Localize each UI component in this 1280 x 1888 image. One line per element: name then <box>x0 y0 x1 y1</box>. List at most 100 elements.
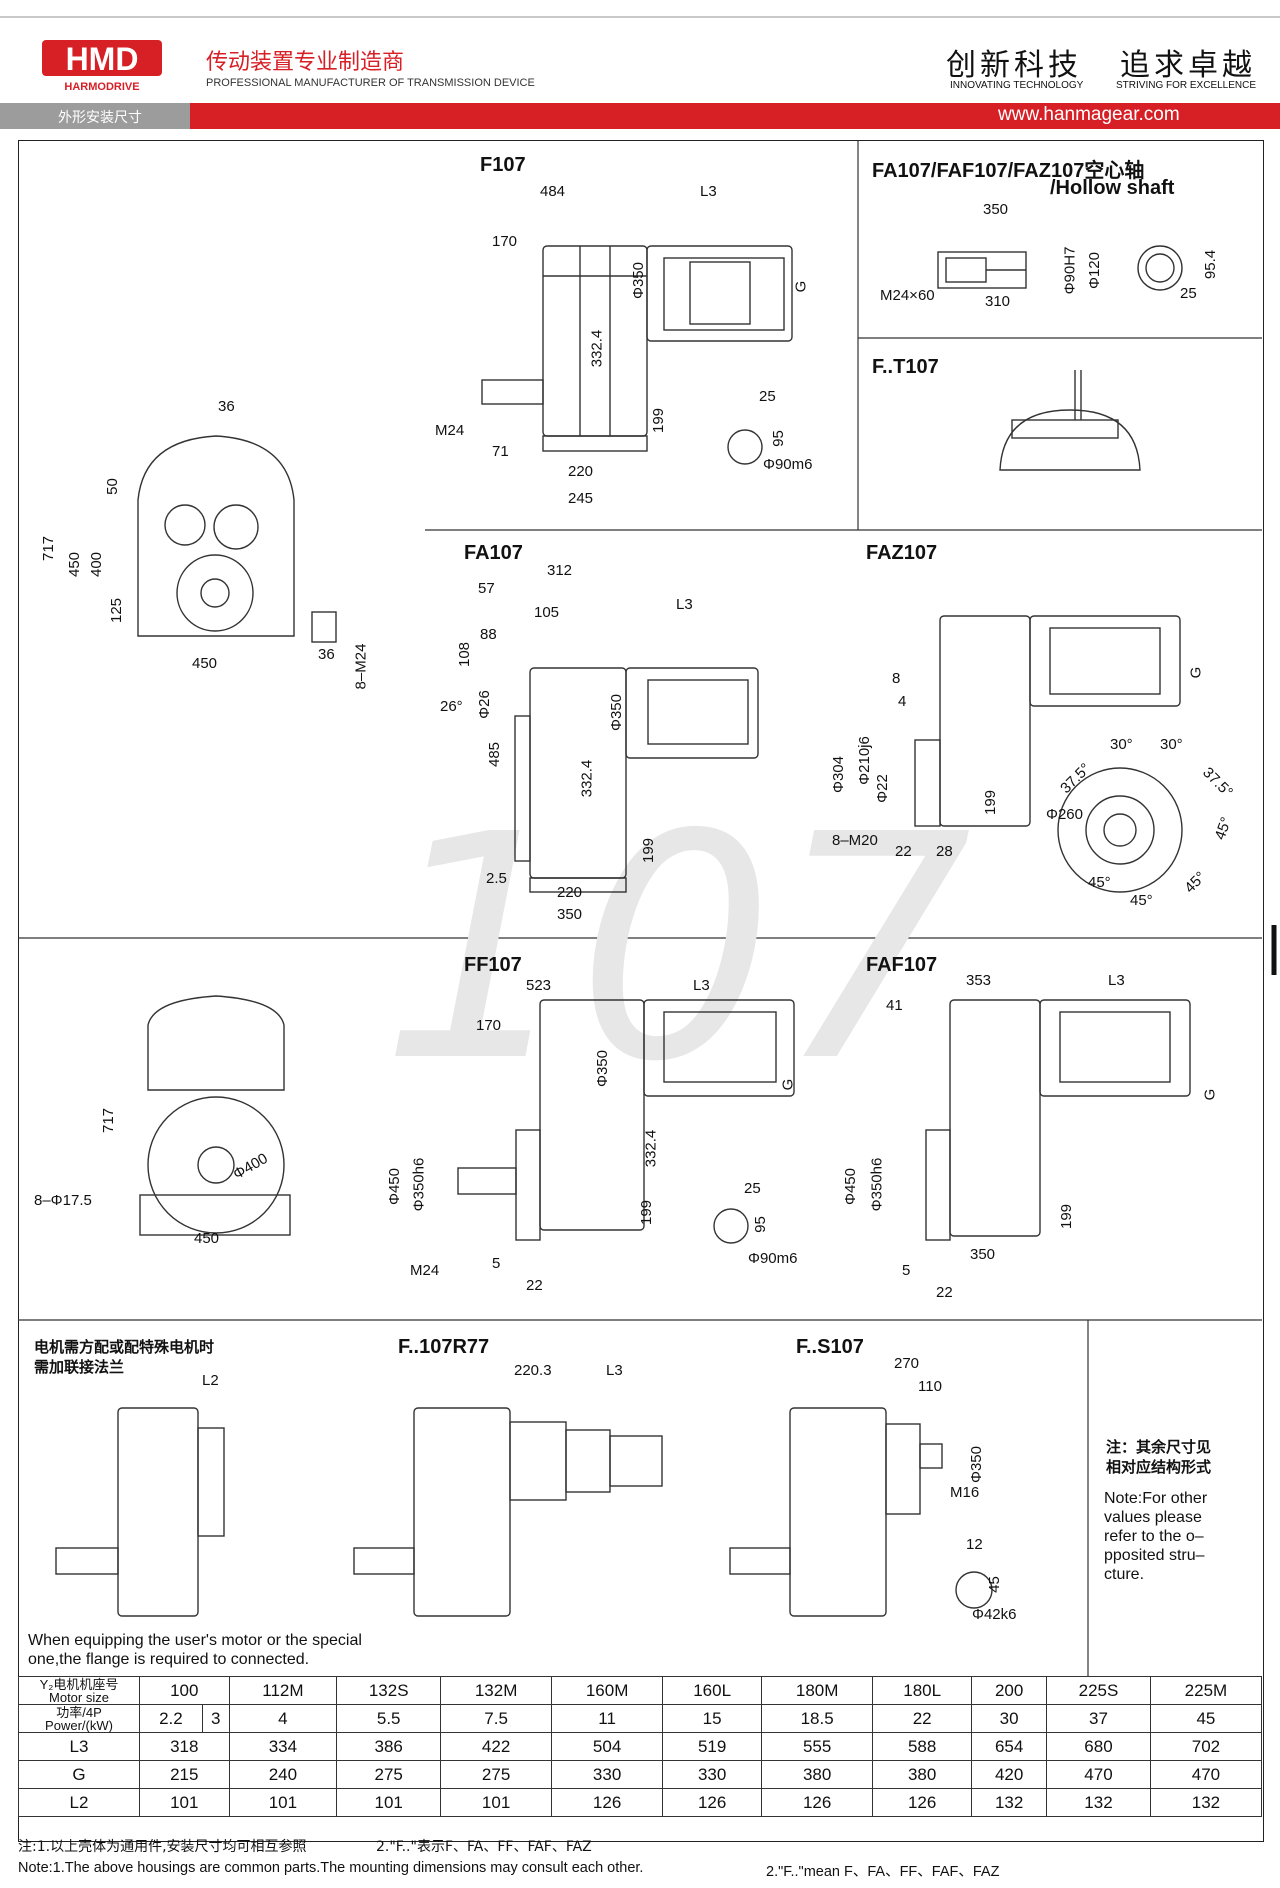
side-note-en-4: pposited stru– <box>1104 1547 1205 1564</box>
section-label: 外形安装尺寸 <box>58 110 142 126</box>
motor-cell: 200 <box>971 1676 1048 1705</box>
power-cell: 3 <box>201 1704 230 1733</box>
table-cell: 275 <box>440 1760 553 1789</box>
ff107-dim-95: 95 <box>751 1216 769 1233</box>
f107-dim-484: 484 <box>540 183 566 200</box>
side-dim-50: 50 <box>103 478 121 495</box>
hollow-dim-25: 25 <box>1180 285 1197 302</box>
f107-dim-25: 25 <box>759 388 776 405</box>
row-label: G <box>18 1760 140 1789</box>
fa107-dim-105: 105 <box>534 604 560 621</box>
power-cell: 18.5 <box>761 1704 874 1733</box>
power-cell: 45 <box>1149 1704 1263 1733</box>
table-cell: 132 <box>971 1788 1048 1817</box>
faz107-title: FAZ107 <box>866 542 938 564</box>
faf107-dim-350: 350 <box>970 1246 996 1263</box>
power-label-cn: 功率/4P <box>56 1704 102 1720</box>
hollow-dim-phi120: Φ120 <box>1086 252 1103 289</box>
faf107-dim-l3: L3 <box>1108 972 1125 989</box>
ff107-dim-22: 22 <box>526 1277 543 1294</box>
table-cell: 101 <box>440 1788 553 1817</box>
ff107-dim-m24: M24 <box>410 1262 440 1279</box>
s107-dim-12: 12 <box>966 1536 983 1553</box>
table-cell: 132 <box>1046 1788 1151 1817</box>
faf107-dim-g: G <box>1201 1088 1219 1101</box>
footer-note-en-2: 2."F.."mean F、FA、FF、FAF、FAZ <box>766 1864 1000 1880</box>
faf107-dim-199: 199 <box>1058 1203 1076 1230</box>
f107-dim-220: 220 <box>568 463 594 480</box>
tagline-en: PROFESSIONAL MANUFACTURER OF TRANSMISSIO… <box>206 77 535 89</box>
fa107-dim-88: 88 <box>480 626 497 643</box>
website-link[interactable]: www.hanmagear.com <box>998 104 1180 125</box>
row-label: L3 <box>18 1732 140 1761</box>
motor-cell: 180L <box>872 1676 973 1705</box>
f107-key-section <box>727 429 763 465</box>
motor-cell: 132S <box>336 1676 442 1705</box>
ffside-dim-717: 717 <box>100 1107 118 1134</box>
faz107-dim-g: G <box>1187 666 1205 679</box>
motor-cell: 132M <box>440 1676 553 1705</box>
table-cell: 101 <box>336 1788 442 1817</box>
faz107-dim-8: 8 <box>892 670 901 687</box>
motor-cell: 112M <box>228 1676 338 1705</box>
r77-title: F..107R77 <box>398 1336 490 1358</box>
f-side-drawing <box>137 435 337 643</box>
s107-dim-m16: M16 <box>950 1484 980 1501</box>
ff107-dim-199: 199 <box>638 1199 656 1226</box>
table-cell: 240 <box>228 1760 338 1789</box>
drawing-sheet <box>18 140 1264 1842</box>
faf107-title: FAF107 <box>866 954 938 976</box>
table-cell: 470 <box>1149 1760 1263 1789</box>
f107-drawing <box>481 245 793 452</box>
fa107-dim-312: 312 <box>547 562 573 579</box>
side-dim-400: 400 <box>88 551 106 578</box>
side-note-en-2: values please <box>1104 1509 1202 1526</box>
row-label: L2 <box>18 1788 140 1817</box>
ff107-dim-l3: L3 <box>693 977 710 994</box>
faz107-dim-a45c: 45° <box>1130 892 1153 909</box>
f107-dim-l3: L3 <box>700 183 717 200</box>
faz107-dim-199: 199 <box>982 789 1000 816</box>
side-dim-717: 717 <box>40 535 58 562</box>
f107-dim-phi90: Φ90m6 <box>763 456 813 473</box>
motor-cell: 225S <box>1046 1676 1151 1705</box>
table-cell: 330 <box>551 1760 664 1789</box>
hollow-title-2: /Hollow shaft <box>1050 177 1175 199</box>
f107-dim-170: 170 <box>492 233 518 250</box>
flange-dim-l2: L2 <box>202 1372 219 1389</box>
f107-dim-332: 332.4 <box>588 329 606 368</box>
power-cell: 30 <box>971 1704 1048 1733</box>
motor-cell: 225M <box>1149 1676 1263 1705</box>
r77-dim-l3: L3 <box>606 1362 623 1379</box>
power-cell: 11 <box>551 1704 664 1733</box>
ff107-dim-25: 25 <box>744 1180 761 1197</box>
s107-dim-45: 45 <box>985 1576 1003 1593</box>
ff107-dim-170: 170 <box>476 1017 502 1034</box>
fa107-dim-220: 220 <box>557 884 583 901</box>
r77-drawing <box>353 1407 663 1617</box>
footer-note-cn-1: 注:1.以上壳体为通用件,安装尺寸均可相互参照 <box>18 1839 307 1855</box>
power-cell: 7.5 <box>440 1704 553 1733</box>
ff107-drawing <box>457 999 795 1241</box>
power-label-en: Power/(kW) <box>45 1717 113 1733</box>
table-cell: 654 <box>971 1732 1048 1761</box>
logo-subtext: HARMODRIVE <box>64 81 139 93</box>
side-note-cn-1: 注：其余尺寸见 <box>1106 1438 1212 1456</box>
f107-dim-m24: M24 <box>435 422 465 439</box>
ff107-dim-phi350h6: Φ350h6 <box>410 1157 428 1212</box>
faf107-dim-41: 41 <box>886 997 903 1014</box>
side-dim-m24: 8–M24 <box>352 643 370 690</box>
footer-note-en-1: Note:1.The above housings are common par… <box>18 1860 644 1876</box>
table-cell: 126 <box>761 1788 874 1817</box>
side-dim-450h: 450 <box>192 655 218 672</box>
side-dim-125: 125 <box>108 597 126 624</box>
table-cell: 126 <box>662 1788 763 1817</box>
ff107-dim-g: G <box>779 1078 797 1091</box>
table-cell: 126 <box>551 1788 664 1817</box>
ffside-dim-phi175: 8–Φ17.5 <box>34 1192 92 1209</box>
fa107-dim-l3: L3 <box>676 596 693 613</box>
